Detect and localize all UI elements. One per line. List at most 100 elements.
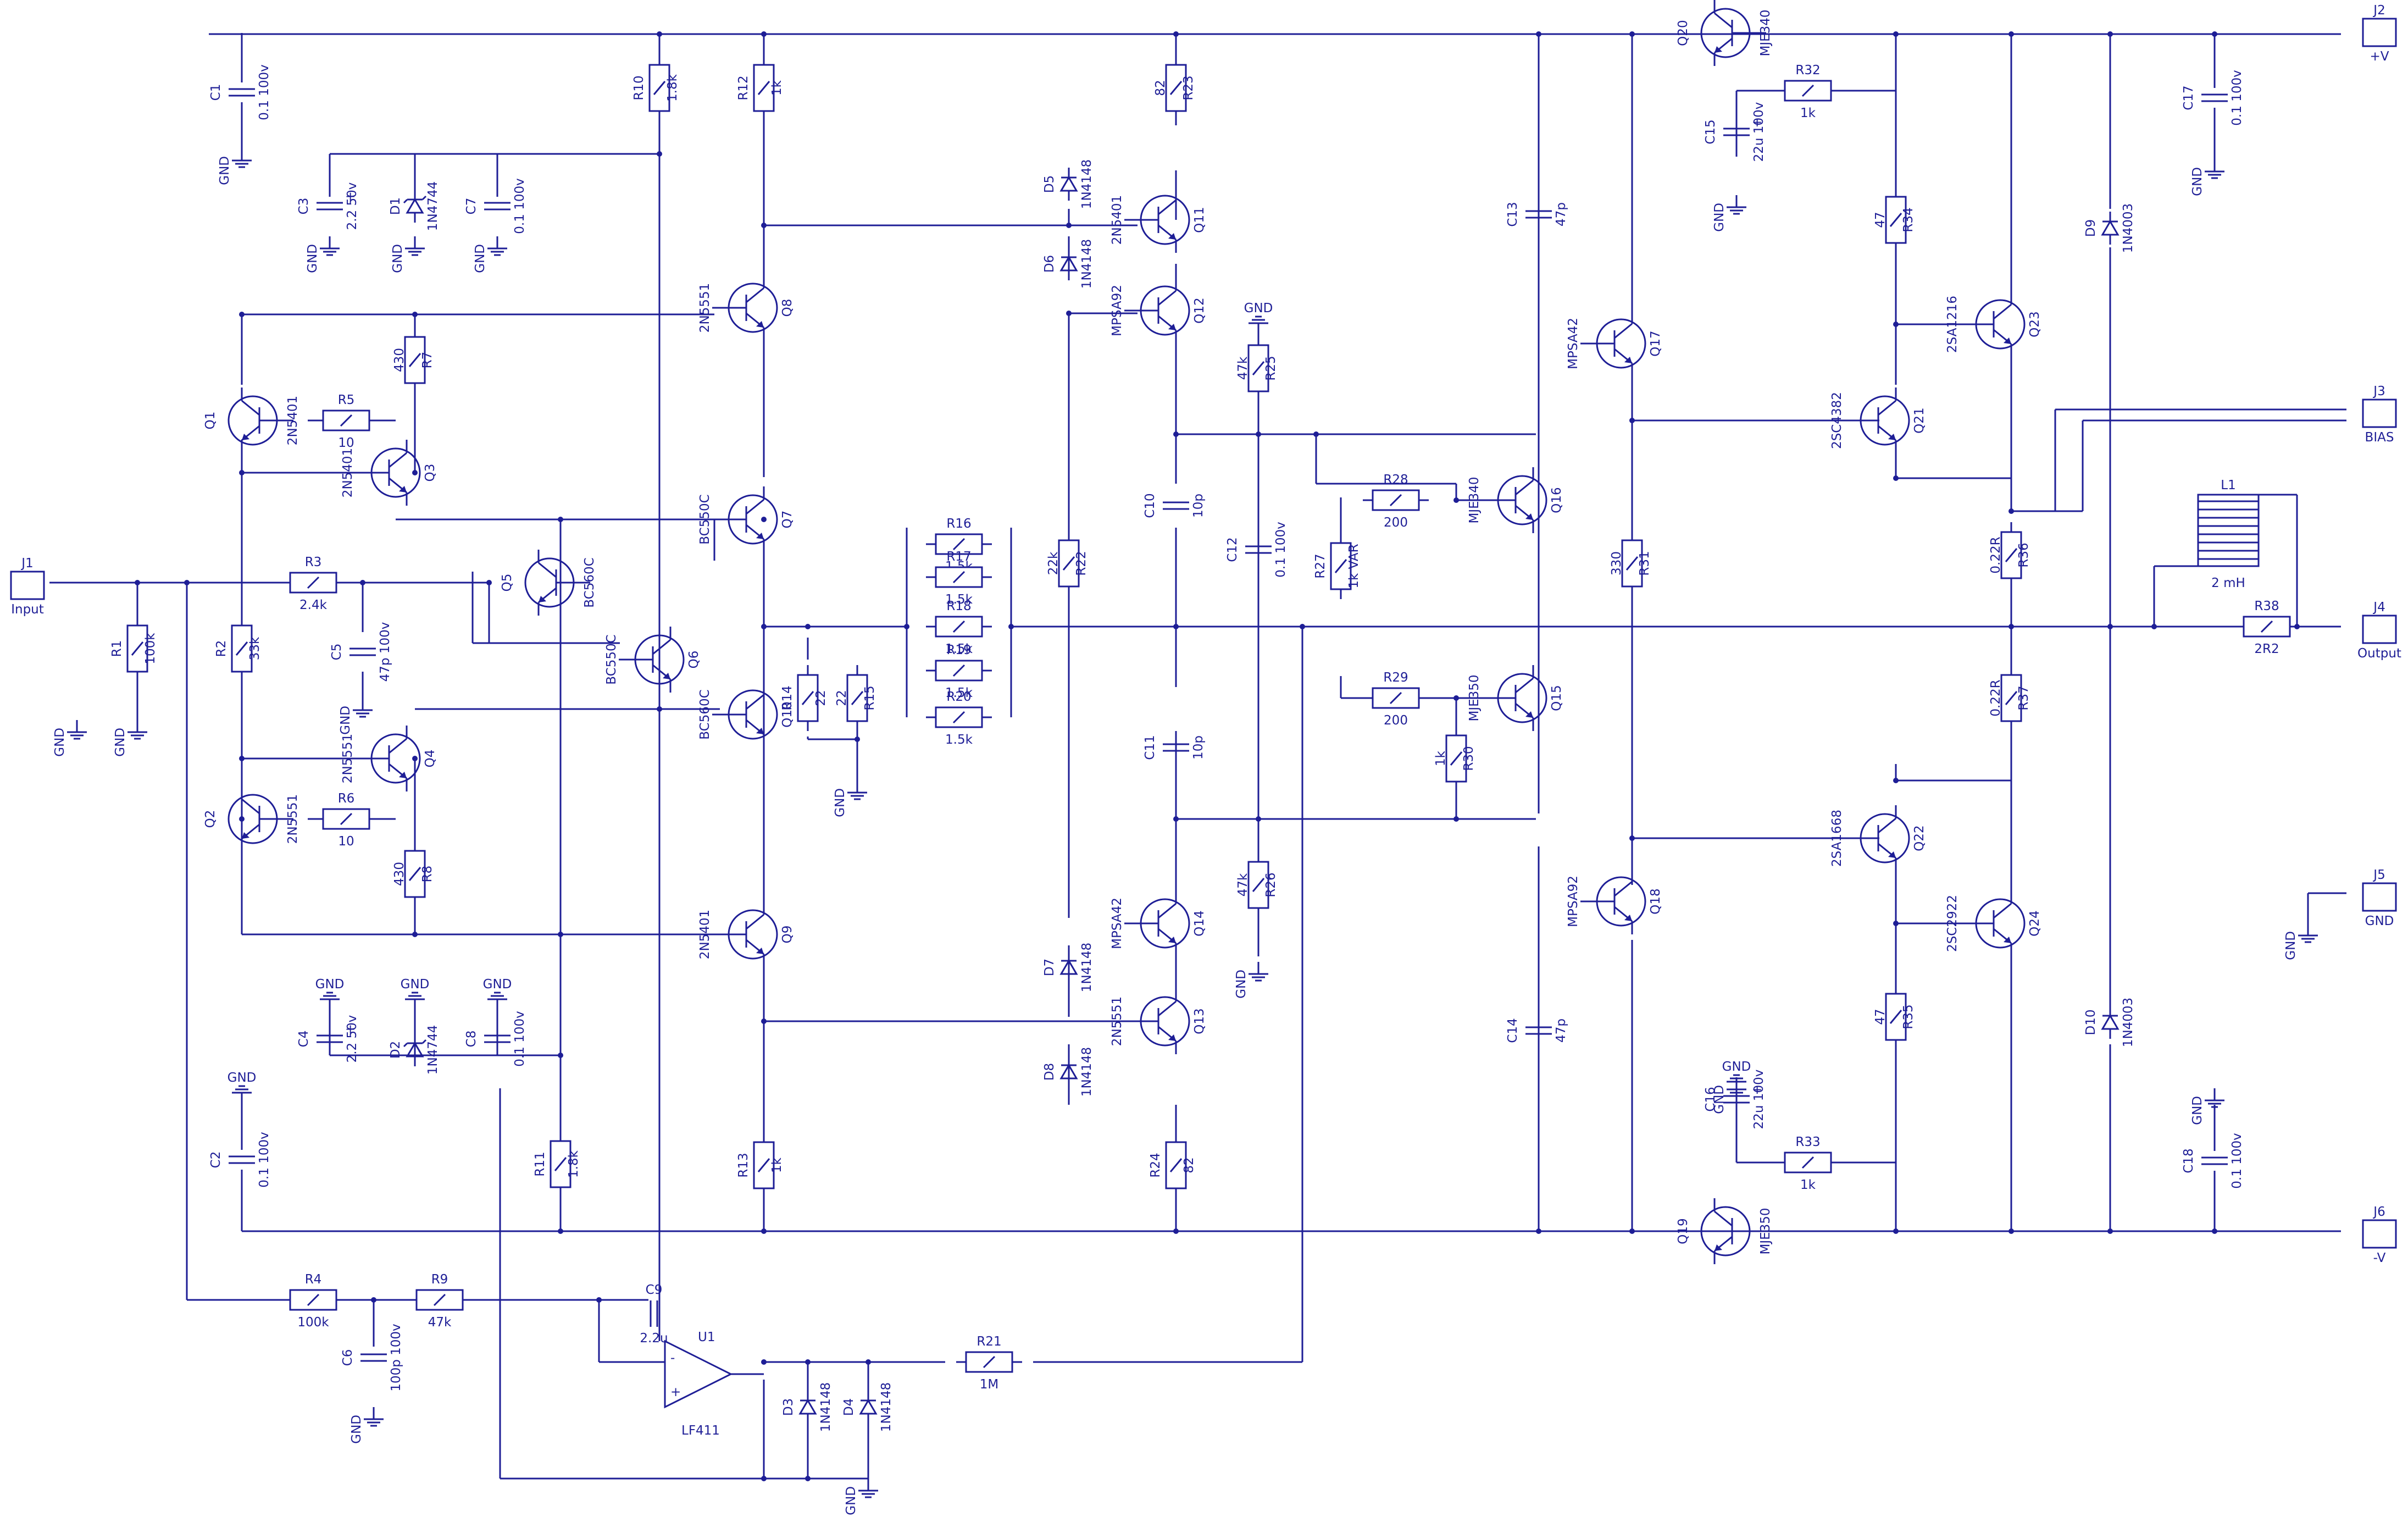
svg-text:Q12: Q12: [1192, 297, 1207, 323]
svg-text:J3: J3: [2372, 384, 2385, 398]
svg-text:Q19: Q19: [1676, 1218, 1690, 1244]
svg-text:47k: 47k: [1236, 873, 1250, 896]
svg-text:GND: GND: [473, 244, 487, 273]
svg-text:BC550C: BC550C: [604, 634, 619, 684]
svg-text:U1: U1: [698, 1330, 715, 1344]
svg-text:200: 200: [1384, 516, 1408, 530]
svg-text:D6: D6: [1042, 255, 1057, 273]
svg-text:0.22R: 0.22R: [1989, 536, 2003, 573]
svg-text:0.1 100v: 0.1 100v: [513, 1011, 527, 1066]
svg-text:2.2u: 2.2u: [640, 1331, 668, 1346]
svg-text:BC560C: BC560C: [698, 689, 712, 739]
svg-text:33k: 33k: [248, 636, 262, 660]
svg-text:GND: GND: [844, 1486, 858, 1515]
connector-j2[interactable]: J2+V: [2362, 3, 2397, 64]
svg-text:J6: J6: [2372, 1205, 2385, 1219]
svg-text:2N5401: 2N5401: [286, 396, 300, 445]
junction-dot: [1066, 311, 1072, 316]
svg-text:GND: GND: [1722, 1060, 1751, 1074]
junction-dot: [1629, 1228, 1635, 1234]
svg-text:R21: R21: [976, 1335, 1001, 1349]
svg-text:1k: 1k: [770, 1157, 784, 1173]
svg-text:GND: GND: [483, 977, 512, 992]
svg-text:0.1 100v: 0.1 100v: [513, 178, 527, 234]
svg-text:1k: 1k: [1434, 750, 1448, 766]
svg-text:22: 22: [835, 690, 849, 706]
svg-text:+: +: [670, 1385, 681, 1399]
junction-dot: [2008, 508, 2014, 514]
svg-text:D4: D4: [842, 1398, 856, 1416]
svg-text:2SC2922: 2SC2922: [1945, 895, 1960, 952]
svg-text:R32: R32: [1795, 63, 1820, 77]
junction-dot: [1893, 322, 1899, 327]
svg-text:1.8k: 1.8k: [567, 1150, 581, 1178]
svg-text:200: 200: [1384, 713, 1408, 728]
ground-symbol: GND: [833, 780, 867, 817]
junction-dot: [1173, 624, 1179, 629]
svg-text:1N4148: 1N4148: [879, 1382, 894, 1432]
svg-text:C15: C15: [1704, 119, 1718, 144]
svg-text:R37: R37: [2017, 685, 2031, 710]
svg-text:R31: R31: [1638, 551, 1652, 575]
svg-text:C3: C3: [297, 198, 311, 215]
svg-text:D10: D10: [2084, 1010, 2098, 1036]
junction-dot: [1893, 1228, 1899, 1234]
svg-text:D8: D8: [1042, 1063, 1057, 1081]
svg-text:Q8: Q8: [780, 299, 795, 317]
svg-text:GND: GND: [2365, 914, 2394, 928]
svg-text:2.2 50v: 2.2 50v: [345, 1015, 359, 1063]
svg-text:LF411: LF411: [681, 1424, 720, 1438]
junction-dot: [558, 1053, 563, 1058]
svg-text:GND: GND: [401, 977, 430, 992]
ground-symbol: GND: [306, 236, 340, 273]
svg-text:C10: C10: [1143, 493, 1157, 518]
svg-text:1.5k: 1.5k: [945, 733, 973, 747]
svg-text:1N4148: 1N4148: [1080, 943, 1094, 992]
junction-dot: [239, 756, 245, 761]
junction-dot: [371, 1297, 376, 1303]
svg-text:GND: GND: [2190, 1096, 2205, 1125]
svg-text:C2: C2: [209, 1152, 223, 1169]
junction-dot: [1629, 31, 1635, 37]
svg-text:+: +: [1752, 115, 1762, 130]
svg-text:C18: C18: [2182, 1148, 2196, 1173]
junction-dot: [558, 1228, 563, 1234]
svg-text:22: 22: [814, 690, 828, 706]
resistor-r30: R30 1k: [1434, 726, 1476, 791]
ground-symbol: GND: [2190, 1088, 2224, 1125]
inductor-l1: L12 mH: [2197, 478, 2260, 590]
junction-dot: [596, 1297, 602, 1303]
svg-text:GND: GND: [833, 788, 847, 817]
svg-text:C13: C13: [1506, 202, 1520, 226]
ground-symbol: GND: [473, 236, 507, 273]
svg-text:C14: C14: [1506, 1018, 1520, 1043]
svg-text:GND: GND: [1244, 301, 1273, 315]
svg-text:R30: R30: [1462, 746, 1476, 771]
connector-j6[interactable]: J6-V: [2362, 1205, 2397, 1265]
svg-text:R12: R12: [736, 75, 751, 100]
